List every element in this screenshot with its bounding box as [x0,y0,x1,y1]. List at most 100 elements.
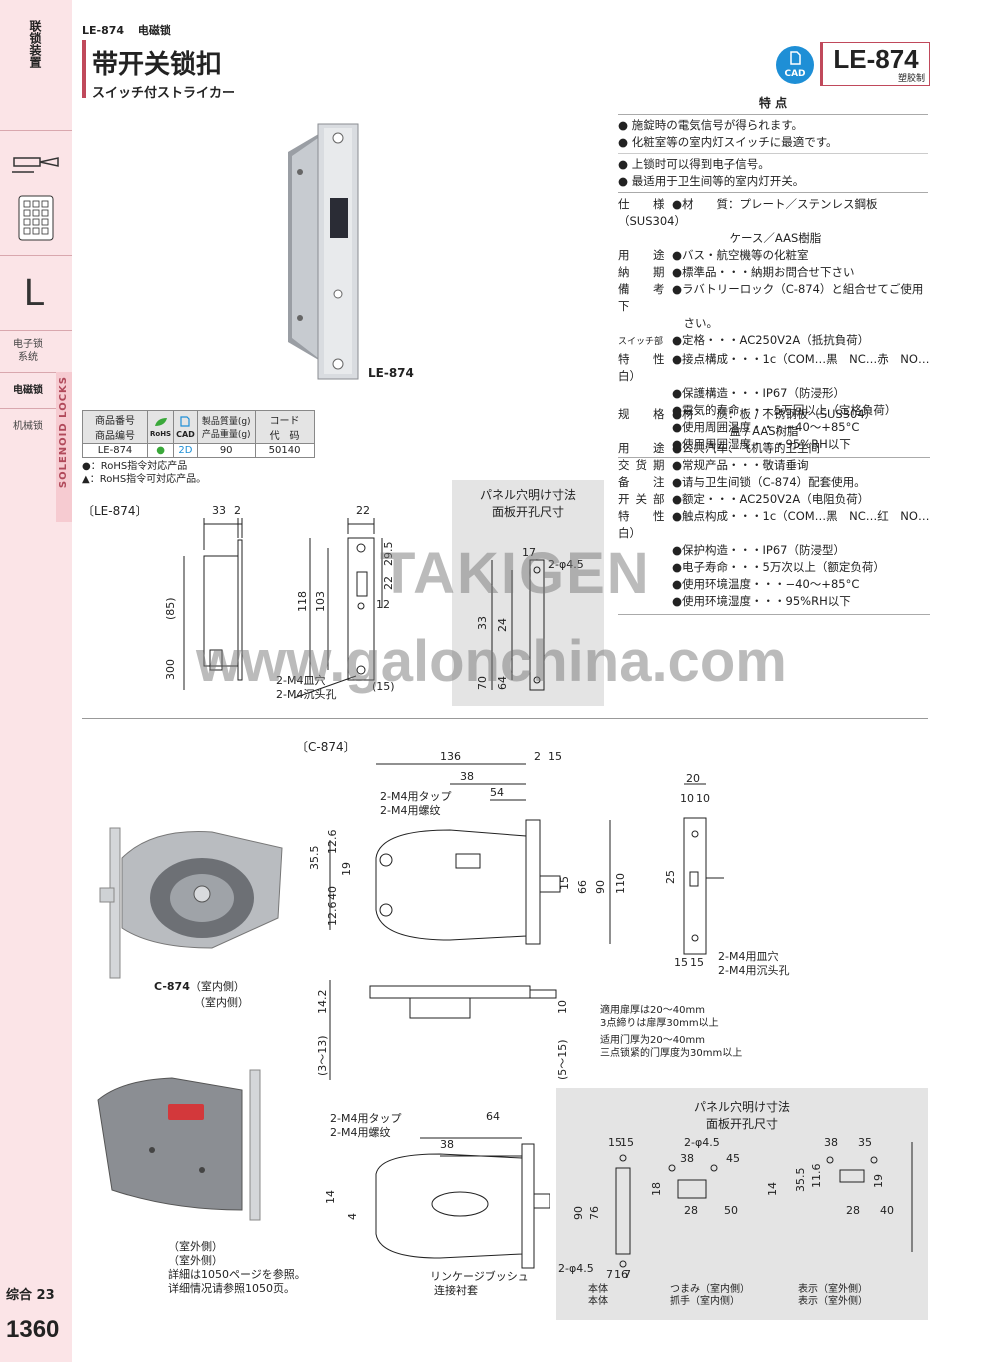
spec-row: 納 期●標準品・・・納期お問合せ下さい [618,264,930,281]
c-panel-caption-indicator: 表示（室外側）表示（室外侧） [798,1284,868,1307]
spec-key: 納 期 [618,265,671,279]
svg-text:2-M4用螺纹: 2-M4用螺纹 [380,803,440,817]
sidebar-bottom-section: 综合 23 [6,1288,55,1303]
svg-text:2-M4用沉头孔: 2-M4用沉头孔 [718,964,789,977]
cell-code: 50140 [254,443,315,458]
sidebar: 联锁装置 L 电子锁 系统 电磁锁 机械锁 SOLENOID LOCKS 综合 … [0,0,72,1362]
le-panel-title-jp: パネル穴明け寸法 [479,488,576,502]
spec-row: ケース／AAS樹脂 [618,230,930,247]
svg-text:33: 33 [476,616,489,630]
svg-text:15: 15 [674,956,688,969]
svg-text:14: 14 [324,1190,337,1204]
spec-row: 交货期●常规产品・・・敬请垂询 [618,457,930,474]
spec-value: ●电子寿命・・・5万次以上（额定负荷） [672,560,885,574]
spec-cn: 规 格●材 质：板 / 不锈钢板（SUS304） 盒 / AAS树脂用 途●公共… [618,406,930,615]
spec-row: 开关部●额定・・・AC250V2A（电阻负荷） [618,491,930,508]
breadcrumb-category: 电磁锁 [137,24,171,37]
c-panel-caption-body: 本体本体 [588,1284,608,1307]
svg-text:(3〜13): (3〜13) [316,1035,329,1076]
spec-row: ●使用环境温度・・・−40～+85°C [618,576,930,593]
svg-text:54: 54 [490,786,504,799]
le-panel-drawing: 172-φ4.5 33 24 70 64 [476,546,584,691]
spec-row: 规 格●材 质：板 / 不锈钢板（SUS304） [618,406,930,423]
svg-text:40: 40 [326,886,339,900]
spec-value: ●使用周囲温度・・・−40～+85°C [672,420,860,434]
th-product-code: 商品番号 商品编号 [82,410,148,444]
section-divider [82,718,928,719]
door-thickness-notes: 適用扉厚は20〜40mm 3点締りは扉厚30mm以上 适用门厚为20〜40mm … [600,1005,743,1059]
spec-key: 仕 様 [618,197,671,211]
svg-text:38: 38 [680,1152,694,1165]
sidebar-item-mechanical[interactable]: 机械锁 [13,421,43,432]
watermark-brand: TAKIGEN [380,541,651,606]
svg-text:12.6: 12.6 [326,902,339,927]
svg-text:10: 10 [696,792,710,805]
svg-text:29.5: 29.5 [382,542,395,567]
svg-text:(15): (15) [372,680,395,693]
spec-value: ●触点构成・・・1c（COM…黑 NC…红 NO…白） [618,509,930,540]
svg-text:14.2: 14.2 [316,990,329,1015]
svg-text:19: 19 [872,1174,885,1188]
c-874-outside-photo [97,1069,261,1221]
svg-text:2-M4用タップ: 2-M4用タップ [380,790,451,803]
sidebar-item-solenoid[interactable]: 电磁锁 [13,385,43,396]
sidebar-top-label: 联锁装置 [28,20,42,68]
spec-row: ●电子寿命・・・5万次以上（额定负荷） [618,559,930,576]
spec-key: 规 格 [618,407,671,421]
spec-row: 备 注●请与卫生间锁（C-874）配套使用。 [618,474,930,491]
th-cad: CAD [173,410,198,444]
svg-text:(5〜15): (5〜15) [556,1039,569,1080]
cell-weight: 90 [196,443,256,458]
spec-value: ●バス・航空機等の化粧室 [672,248,809,262]
svg-text:12.6: 12.6 [326,830,339,855]
title-accent-bar [82,40,86,98]
svg-text:2-M4沉头孔: 2-M4沉头孔 [276,688,336,701]
spec-row: 仕 様●材 質：プレート／ステンレス鋼板（SUS304） [618,196,930,230]
svg-text:15: 15 [548,750,562,763]
svg-text:12: 12 [376,598,390,611]
model-material: 塑胶制 [897,74,925,84]
svg-text:17: 17 [522,546,536,559]
c-panel-title-cn: 面板开孔尺寸 [705,1117,778,1131]
spec-value: ケース／AAS樹脂 [672,231,822,245]
svg-text:2-φ4.5: 2-φ4.5 [684,1136,720,1149]
spec-value: ●额定・・・AC250V2A（电阻负荷） [672,492,870,506]
feature-item: ● 上锁时可以得到电子信号。 [618,157,770,171]
keypad-icon [18,195,54,241]
model-code: LE-874 [833,44,919,74]
cad-doc-icon [180,415,191,427]
th-weight: 製品質量(g) 产品重量(g) [196,410,256,444]
svg-text:136: 136 [440,750,461,763]
c-panel-caption-knob: つまみ（室内側）抓手（室内侧） [670,1284,750,1307]
spec-value: ●常规产品・・・敬请垂询 [672,458,809,472]
svg-text:(85): (85) [164,597,177,620]
svg-text:15: 15 [620,1136,634,1149]
spec-value: 盒 / AAS树脂 [672,424,799,438]
svg-text:20: 20 [686,772,700,785]
svg-text:118: 118 [296,591,309,612]
spec-key: スイッチ部 [618,337,664,347]
spec-row: ●使用周囲温度・・・−40～+85°C [618,419,930,436]
spec-value: ●公共汽车、飞机等的卫生间 [672,441,821,455]
spec-value: ●使用环境温度・・・−40～+85°C [672,577,860,591]
spec-row: 備 考●ラバトリーロック（C-874）と組合せてご使用下 [618,281,930,315]
cell-rohs: ● [146,443,175,458]
c-874-inside-label: C-874（室内側） （室内侧） [154,980,249,1009]
svg-text:38: 38 [460,770,474,783]
le-874-drawing-label: 〔LE-874〕 [82,504,148,518]
cad-badge[interactable]: CAD [776,46,814,84]
spec-value: ●標準品・・・納期お問合せ下さい [672,265,855,279]
spec-key: 交货期 [618,458,671,472]
sidebar-item-electronic[interactable]: 电子锁 系统 [13,339,43,363]
spec-row: ●保护构造・・・IP67（防浸型） [618,542,930,559]
spec-row: 盒 / AAS树脂 [618,423,930,440]
svg-text:70: 70 [476,676,489,690]
c-874-outside-label: （室外側） （室外侧） 詳細は1050ページを参照。 详细情况请参照1050页。 [168,1240,306,1295]
spec-row: ●使用环境湿度・・・95%RH以下 [618,593,930,610]
le-874-photo-label: LE-874 [368,366,414,380]
svg-text:22: 22 [356,504,370,517]
spec-key: 特 性 [618,509,671,523]
spec-row: 特 性●接点構成・・・1c（COM…黒 NC…赤 NO…白） [618,351,930,385]
